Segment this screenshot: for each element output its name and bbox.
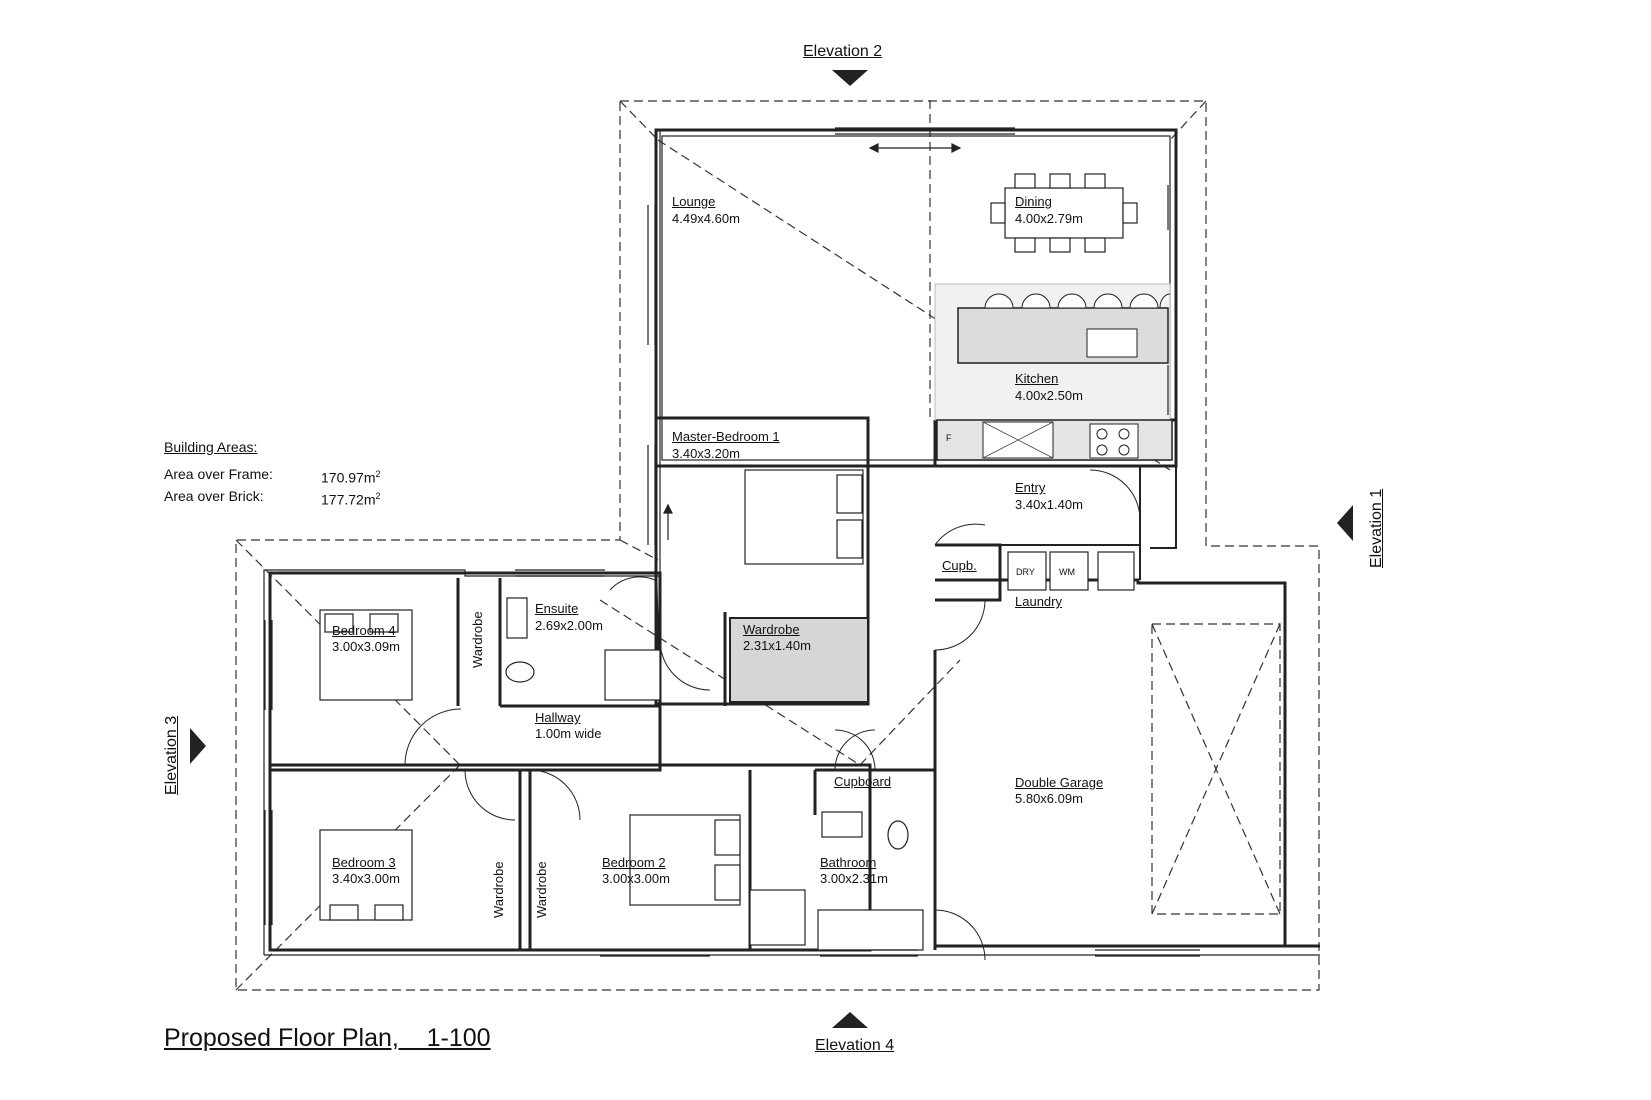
room-bedroom2-size: 3.00x3.00m <box>602 871 670 886</box>
room-master-name: Master-Bedroom 1 <box>672 429 780 444</box>
room-hallway-name: Hallway <box>535 710 581 725</box>
room-ensuite-name: Ensuite <box>535 601 579 616</box>
room-hallway-size: 1.00m wide <box>535 726 602 741</box>
room-dining-size: 4.00x2.79m <box>1015 211 1083 226</box>
area-brick-value: 177.72m2 <box>321 490 381 508</box>
washer-label: WM <box>1059 567 1075 577</box>
room-bedroom4-size: 3.00x3.09m <box>332 639 400 654</box>
windows <box>264 127 1200 957</box>
room-dining-name: Dining <box>1015 194 1052 209</box>
room-laundry-name: Laundry <box>1015 594 1062 609</box>
elevation-3-label: Elevation 3 <box>163 715 180 795</box>
room-garage-size: 5.80x6.09m <box>1015 791 1083 806</box>
room-bedroom4-name: Bedroom 4 <box>332 623 396 638</box>
elevation-1-label: Elevation 1 <box>1368 488 1385 568</box>
dining-table <box>990 173 1138 253</box>
room-bedroom2-name: Bedroom 2 <box>602 855 666 870</box>
wardrobe-bedroom4-label: Wardrobe <box>470 611 485 668</box>
fridge-label: F <box>946 433 952 443</box>
room-lounge-name: Lounge <box>672 194 716 209</box>
room-entry-size: 3.40x1.40m <box>1015 497 1083 512</box>
room-lounge-size: 4.49x4.60m <box>672 211 740 226</box>
room-cupb-name: Cupb. <box>942 558 977 573</box>
room-kitchen-name: Kitchen <box>1015 371 1059 386</box>
area-row-frame: Area over Frame: 170.97m2 <box>164 465 381 487</box>
room-bedroom3-name: Bedroom 3 <box>332 855 396 870</box>
building-areas-heading: Building Areas: <box>164 439 258 455</box>
elevation-4-label: Elevation 4 <box>815 1037 895 1054</box>
area-frame-label: Area over Frame: <box>164 466 273 482</box>
room-wardrobe-master-name: Wardrobe <box>743 622 800 637</box>
garage-car-outline <box>1151 623 1281 915</box>
room-bedroom3-size: 3.40x3.00m <box>332 871 400 886</box>
area-brick-label: Area over Brick: <box>164 487 264 504</box>
room-bathroom-size: 3.00x2.31m <box>820 871 888 886</box>
room-cupboard-name: Cupboard <box>834 774 892 789</box>
building-areas: Building Areas: Area over Frame: 170.97m… <box>164 438 381 508</box>
wardrobe-bedroom3-label: Wardrobe <box>491 861 506 918</box>
area-frame-value: 170.97m2 <box>321 469 381 486</box>
kitchen-area <box>934 283 1173 461</box>
laundry-fixtures <box>1007 551 1135 591</box>
dryer-label: DRY <box>1016 567 1035 577</box>
room-bathroom-name: Bathroom <box>820 855 877 870</box>
master-wardrobe-floor <box>729 617 869 703</box>
interior-walls <box>270 418 1176 950</box>
room-ensuite-size: 2.69x2.00m <box>535 618 603 633</box>
elevation-2-label: Elevation 2 <box>803 43 883 60</box>
room-kitchen-size: 4.00x2.50m <box>1015 388 1083 403</box>
elevation-markers <box>190 70 1353 1028</box>
room-master-size: 3.40x3.20m <box>672 446 740 461</box>
wardrobe-bedroom2-label: Wardrobe <box>534 861 549 918</box>
room-garage-name: Double Garage <box>1015 775 1104 790</box>
room-wardrobe-master-size: 2.31x1.40m <box>743 638 811 653</box>
door-swings <box>404 469 1141 961</box>
beds <box>319 469 864 921</box>
area-row-brick: Area over Brick: 177.72m2 <box>164 487 381 509</box>
plan-title: Proposed Floor Plan, 1-100 <box>164 1024 491 1052</box>
room-entry-name: Entry <box>1015 480 1046 495</box>
sliding-door-arrow <box>663 143 962 540</box>
bathroom-fixtures <box>505 597 924 951</box>
